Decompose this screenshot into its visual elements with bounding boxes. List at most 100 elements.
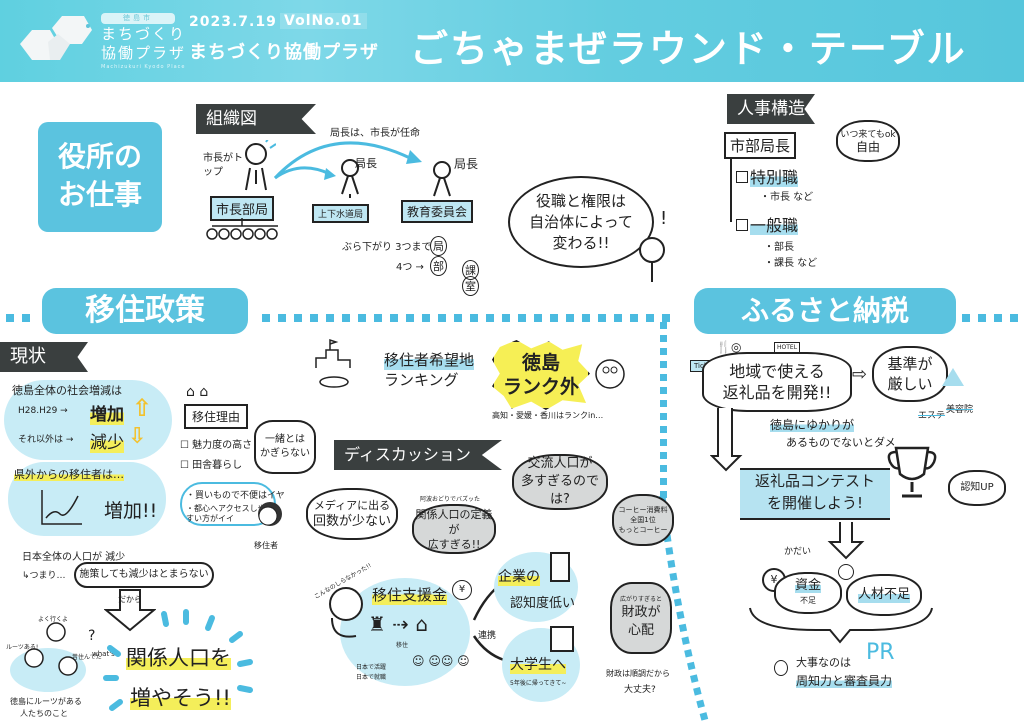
stats-blob bbox=[4, 380, 172, 460]
stats-row1-left: H28.H29 → bbox=[18, 406, 68, 416]
rejected-item-esthe: エステ bbox=[918, 411, 946, 421]
resident-woman-icon bbox=[258, 502, 282, 526]
issues-label: かだい bbox=[784, 547, 812, 557]
money-bag-icon: ¥ bbox=[452, 580, 472, 600]
finance-note-line1: 財政は順調だから bbox=[606, 669, 670, 678]
rejected-item-salon: 美容院 bbox=[946, 405, 974, 415]
burst-line2: かぎらない bbox=[260, 448, 310, 459]
chief-figure-icon bbox=[433, 161, 451, 197]
related-pop-text2: 増やそう!! bbox=[130, 686, 231, 710]
mayor-figure-icon bbox=[245, 140, 276, 191]
flow-arrow-icon bbox=[710, 408, 743, 472]
sad-face-icon bbox=[838, 564, 854, 580]
conclusion-line1: 大事なのは bbox=[796, 656, 851, 669]
mayor-top-note: 市長がトップ bbox=[203, 153, 243, 178]
people-note: よく行くよ bbox=[38, 616, 69, 623]
small-people-icons: ☺ ☺☺ ☺ bbox=[412, 654, 470, 668]
burst-line1: 徳島 bbox=[521, 352, 560, 374]
special-post-title: 特別職 bbox=[736, 164, 799, 188]
develop-burst: 地域で使える 返礼品を開発!! bbox=[702, 352, 852, 412]
flag-current-status: 現状 bbox=[0, 342, 88, 372]
personnel-head-box: 市部局長 bbox=[724, 132, 797, 159]
growth-chart-icon bbox=[41, 490, 82, 525]
bubble-line1: 関係人口の定義が bbox=[415, 507, 493, 536]
arrow-right-icon: ⇨ bbox=[852, 364, 868, 385]
sub-units-icon bbox=[206, 218, 278, 240]
rule-line2: あるものでないとダメ bbox=[786, 436, 896, 449]
divider-dots bbox=[962, 314, 1024, 322]
therefore-label: だから bbox=[118, 595, 142, 604]
discussion-bubble-media: メディアに出る 回数が少ない bbox=[306, 488, 398, 540]
bubble-line1: コーヒー消費料 bbox=[618, 506, 668, 514]
shocked-face-icon bbox=[595, 359, 625, 389]
logo-subtitle: Machizukuri Kyodo Place bbox=[101, 64, 186, 70]
bubble-line2: 多すぎるのでは? bbox=[520, 474, 599, 507]
logo-title: まちづくり 協働プラザ bbox=[101, 25, 186, 63]
issue-staff-text: 人材不足 bbox=[857, 587, 910, 603]
finance-worry-cloud: 広がりすぎると 財政が 心配 bbox=[610, 582, 672, 654]
bubble-line1: メディアに出る bbox=[313, 499, 391, 512]
rule-line1: 徳島にゆかりが bbox=[770, 416, 855, 433]
support-note: 日本で活躍 bbox=[356, 664, 387, 671]
support-note: 日本で就職 bbox=[356, 674, 387, 681]
related-pop-text1: 関係人口を bbox=[126, 646, 231, 670]
related-pop-line1: 関係人口を bbox=[126, 642, 231, 672]
lightbulb-icon bbox=[774, 660, 788, 676]
divider-dots bbox=[262, 314, 676, 322]
recognition-bubble: 認知UP bbox=[948, 470, 1006, 506]
cutlery-icon: 🍴◎ bbox=[716, 340, 742, 354]
student-note: 5年後に帰ってきて~ bbox=[510, 680, 567, 687]
out-of-pref-text: 県外からの移住者は… bbox=[14, 468, 124, 481]
general-item: ・課長 など bbox=[764, 258, 818, 269]
ranking-title: 移住者希望地 ランキング bbox=[384, 350, 475, 390]
contest-ribbon: 返礼品コンテスト を開催しよう! bbox=[740, 468, 890, 520]
down-arrow-outline-icon bbox=[827, 522, 865, 560]
rule-line1-text: 徳島にゆかりが bbox=[770, 418, 855, 432]
up-arrow-icon: ⇧ bbox=[132, 394, 153, 422]
label-line1: 役所の bbox=[57, 140, 142, 173]
resident-line1: ・買いもので不便はイヤ bbox=[186, 491, 285, 501]
whats-label: what's bbox=[92, 650, 115, 658]
burst-line1: 一緒とは bbox=[265, 434, 305, 445]
stats-row1-right: 増加 bbox=[90, 400, 124, 425]
question-mark: ? bbox=[88, 628, 96, 644]
checkbox-checked-icon bbox=[736, 219, 748, 231]
podium-icon bbox=[315, 338, 351, 388]
hierarchy-note-2: 4つ → bbox=[396, 262, 424, 273]
node-kyoku: 局 bbox=[430, 236, 447, 256]
speech-line1: 役職と権限は bbox=[535, 191, 626, 210]
bubble-line2: 回数が少ない bbox=[312, 514, 391, 529]
out-of-pref-result: 増加!! bbox=[104, 500, 158, 522]
roots-people-icon bbox=[24, 622, 78, 676]
divider-dots-vertical bbox=[660, 322, 667, 502]
section-label-furusato: ふるさと納税 bbox=[694, 288, 956, 334]
page-title: ごちゃまぜラウンド・テーブル bbox=[410, 27, 967, 71]
appoint-note: 局長は、市長が任命 bbox=[330, 128, 420, 139]
logo-city-badge: 徳島市 bbox=[101, 13, 175, 24]
move-label: 移住 bbox=[396, 642, 409, 649]
roots-desc-line1: 徳島にルーツがある bbox=[10, 697, 82, 706]
out-of-pref-line: 県外からの移住者は… bbox=[14, 466, 124, 482]
decline-line1: 日本全体の人口が 減少 bbox=[22, 552, 126, 563]
finance-line1: 財政が bbox=[621, 605, 661, 620]
conclusion-pr: PR bbox=[866, 640, 895, 665]
ranking-line2: ランキング bbox=[384, 371, 459, 389]
node-bu: 部 bbox=[430, 256, 447, 276]
chief-label-2: 局長 bbox=[454, 157, 479, 171]
divider-dots bbox=[6, 314, 30, 322]
not-same-burst: 一緒とは かぎらない bbox=[254, 420, 316, 474]
discussion-bubble-definition: 関係人口の定義が 広すぎる!! bbox=[412, 504, 496, 554]
stats-row2-right: 減少 bbox=[90, 428, 124, 453]
issue-funds-cloud: 資金 不足 bbox=[774, 572, 842, 614]
discussion-bubble-exchange: 交流人口が 多すぎるのでは? bbox=[512, 454, 608, 510]
logo-title-line2: 協働プラザ bbox=[101, 44, 187, 62]
flag-discussion: ディスカッション bbox=[334, 440, 502, 470]
exclamation-mark: ! bbox=[660, 208, 668, 229]
flag-personnel: 人事構造 bbox=[727, 94, 815, 124]
general-item: ・部長 bbox=[764, 242, 794, 253]
special-title-text: 特別職 bbox=[750, 168, 799, 187]
strict-cloud: 基準が 厳しい bbox=[872, 346, 948, 402]
bubble-line1: 交流人口が bbox=[527, 456, 593, 471]
volume-number: VolNo.01 bbox=[280, 13, 367, 29]
bubble-line2: 広すぎる!! bbox=[427, 537, 481, 551]
